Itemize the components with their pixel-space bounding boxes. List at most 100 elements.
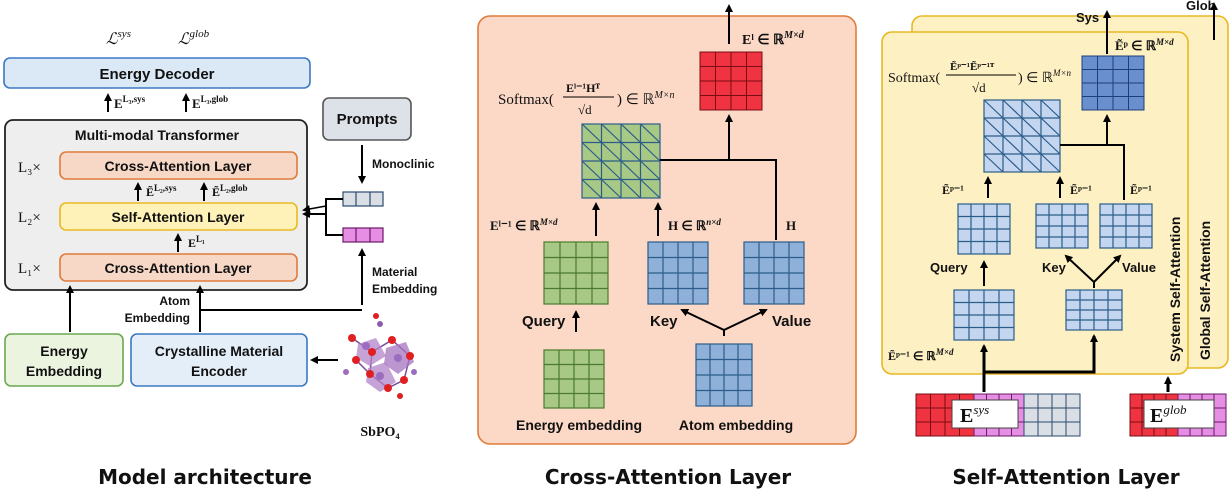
self-softmax-den: √d: [972, 80, 986, 95]
cross-key-label: Key: [650, 313, 678, 330]
self-attention-panel: Glob Sys Ẽᵖ ∈ ℝM×d Softmax( Ẽᵖ⁻¹Ẽᵖ⁻¹ᵀ √d…: [881, 0, 1229, 489]
arrow-tokens-to-self-attention-2: [302, 204, 327, 213]
prompt-token: [342, 191, 384, 207]
h-value-label: H: [786, 218, 796, 233]
cross-attention-bottom-label: Cross-Attention Layer: [104, 260, 252, 276]
esys-label: Esys: [960, 402, 989, 427]
sys-label: Sys: [1076, 10, 1099, 25]
l3-label: L₃×: [18, 160, 41, 176]
material-token: [342, 227, 384, 243]
query-matrix: [543, 241, 609, 305]
encoder-box: [130, 333, 308, 387]
energy-embedding-box-label-2: Embedding: [26, 363, 102, 379]
arrow-esys-to-right: [984, 334, 1098, 374]
compound-label: SbPO₄: [360, 425, 400, 440]
arrow-input-to-value: [1093, 254, 1122, 283]
el2-glob-label: ẼL₂,glob: [212, 183, 247, 199]
system-self-attention-label: System Self-Attention: [1167, 217, 1183, 362]
energy-decoder-box: [3, 57, 311, 89]
el2-sys-label: ẼL₂,sys: [146, 183, 177, 199]
output-matrix: [699, 51, 763, 111]
self-key-label: Key: [1042, 260, 1067, 275]
energy-embedding-box-label-1: Energy: [40, 343, 88, 359]
self-value-to-matmul-line: [1060, 144, 1125, 200]
cross-attention-top-label: Cross-Attention Layer: [104, 158, 252, 174]
encoder-label-1: Crystalline Material: [155, 343, 283, 359]
cross-softmax-tail: ) ∈ ℝM×n: [617, 90, 675, 108]
eglob-label: Eglob: [1150, 402, 1187, 427]
energy-decoder-label: Energy Decoder: [99, 66, 214, 83]
self-value-label: Value: [1122, 260, 1156, 275]
el1-input-label: Eˡ⁻¹ ∈ ℝM×d: [490, 217, 558, 233]
l1-label: L₁×: [18, 261, 41, 277]
ep-output-label: Ẽᵖ ∈ ℝM×d: [1115, 37, 1174, 53]
caption-model-architecture: Model architecture: [98, 465, 312, 489]
cross-value-label: Value: [772, 313, 811, 330]
energy-embedding-text: Energy embedding: [516, 417, 642, 433]
esys-token-sequence: [915, 393, 1081, 437]
self-softmax-label: Softmax(: [888, 71, 940, 86]
el3-sys-label: EL₃,sys: [114, 94, 146, 111]
cross-attention-panel: Eˡ ∈ ℝM×d Softmax( Eˡ⁻¹Hᵀ √d ) ∈ ℝM×n Eˡ…: [477, 4, 857, 489]
atom-embedding-matrix: [695, 343, 753, 407]
self-input-matrix-left: [953, 289, 1015, 341]
token-bracket: [325, 198, 343, 236]
key-matrix: [647, 241, 709, 305]
material-embedding-label-1: Material: [372, 265, 417, 279]
self-query-label: Query: [930, 260, 968, 275]
energy-embedding-box: [4, 333, 124, 387]
cross-softmax-den: √d: [578, 102, 592, 117]
eglob-token-sequence: [1129, 393, 1227, 437]
atom-embedding-label-1: Atom: [159, 294, 190, 308]
self-softmax-num: Ẽᵖ⁻¹Ẽᵖ⁻¹ᵀ: [950, 61, 995, 73]
crystal-structure-image: [343, 313, 417, 399]
prompts-label: Prompts: [337, 111, 398, 128]
glob-label: Glob: [1186, 0, 1216, 13]
model-architecture-panel: ℒsys ℒglob Energy Decoder EL₃,sys EL₃,gl…: [3, 28, 437, 489]
encoder-label-2: Encoder: [191, 363, 248, 379]
self-key-matrix: [1035, 203, 1089, 249]
self-query-matrix: [957, 203, 1011, 255]
self-attention-label: Self-Attention Layer: [111, 209, 245, 225]
el3-glob-label: EL₃,glob: [192, 94, 228, 111]
atom-embedding-text: Atom embedding: [679, 417, 793, 433]
monoclinic-label: Monoclinic: [372, 157, 435, 171]
ep1-value-label: Ẽᵖ⁻¹: [1130, 183, 1152, 197]
cross-attention-top-box: [59, 151, 298, 180]
energy-embedding-matrix: [543, 349, 605, 409]
self-attention-box: [59, 202, 298, 231]
arrow-atom-to-value: [723, 308, 768, 331]
loss-sys: ℒsys: [106, 28, 131, 48]
value-to-matmul-line: [660, 159, 777, 240]
atom-embedding-label-2: Embedding: [125, 311, 190, 325]
ep1-query-label: Ẽᵖ⁻¹: [942, 183, 964, 197]
l2-label: L₂×: [18, 210, 41, 226]
cross-attention-matrix: [581, 123, 661, 199]
cross-softmax-label: Softmax(: [498, 92, 554, 108]
self-softmax-tail: ) ∈ ℝM×n: [1018, 68, 1072, 86]
transformer-title: Multi-modal Transformer: [75, 127, 240, 143]
cross-query-label: Query: [522, 313, 566, 330]
el-output-label: Eˡ ∈ ℝM×d: [742, 30, 805, 48]
ep1-input-label: Ẽᵖ⁻¹ ∈ ℝM×d: [888, 347, 954, 363]
cross-attention-bottom-box: [59, 253, 298, 282]
prompts-box: [322, 97, 412, 141]
el1-label: EL₁: [188, 234, 205, 250]
self-input-matrix-right: [1065, 289, 1123, 331]
h-key-label: H ∈ ℝn×d: [668, 217, 721, 233]
self-output-matrix: [1081, 55, 1145, 111]
ep1-key-label: Ẽᵖ⁻¹: [1070, 183, 1092, 197]
global-self-attention-label: Global Self-Attention: [1197, 221, 1213, 360]
material-embedding-label-2: Embedding: [372, 282, 437, 296]
cross-softmax-num: Eˡ⁻¹Hᵀ: [566, 81, 600, 95]
value-matrix: [743, 241, 805, 305]
caption-self-attention: Self-Attention Layer: [952, 465, 1179, 489]
cross-attention-background: [477, 15, 857, 445]
loss-glob: ℒglob: [178, 28, 210, 48]
self-value-matrix: [1099, 203, 1153, 249]
self-attention-matrix: [983, 99, 1061, 173]
system-self-attention-bg: [881, 31, 1189, 375]
caption-cross-attention: Cross-Attention Layer: [545, 465, 791, 489]
